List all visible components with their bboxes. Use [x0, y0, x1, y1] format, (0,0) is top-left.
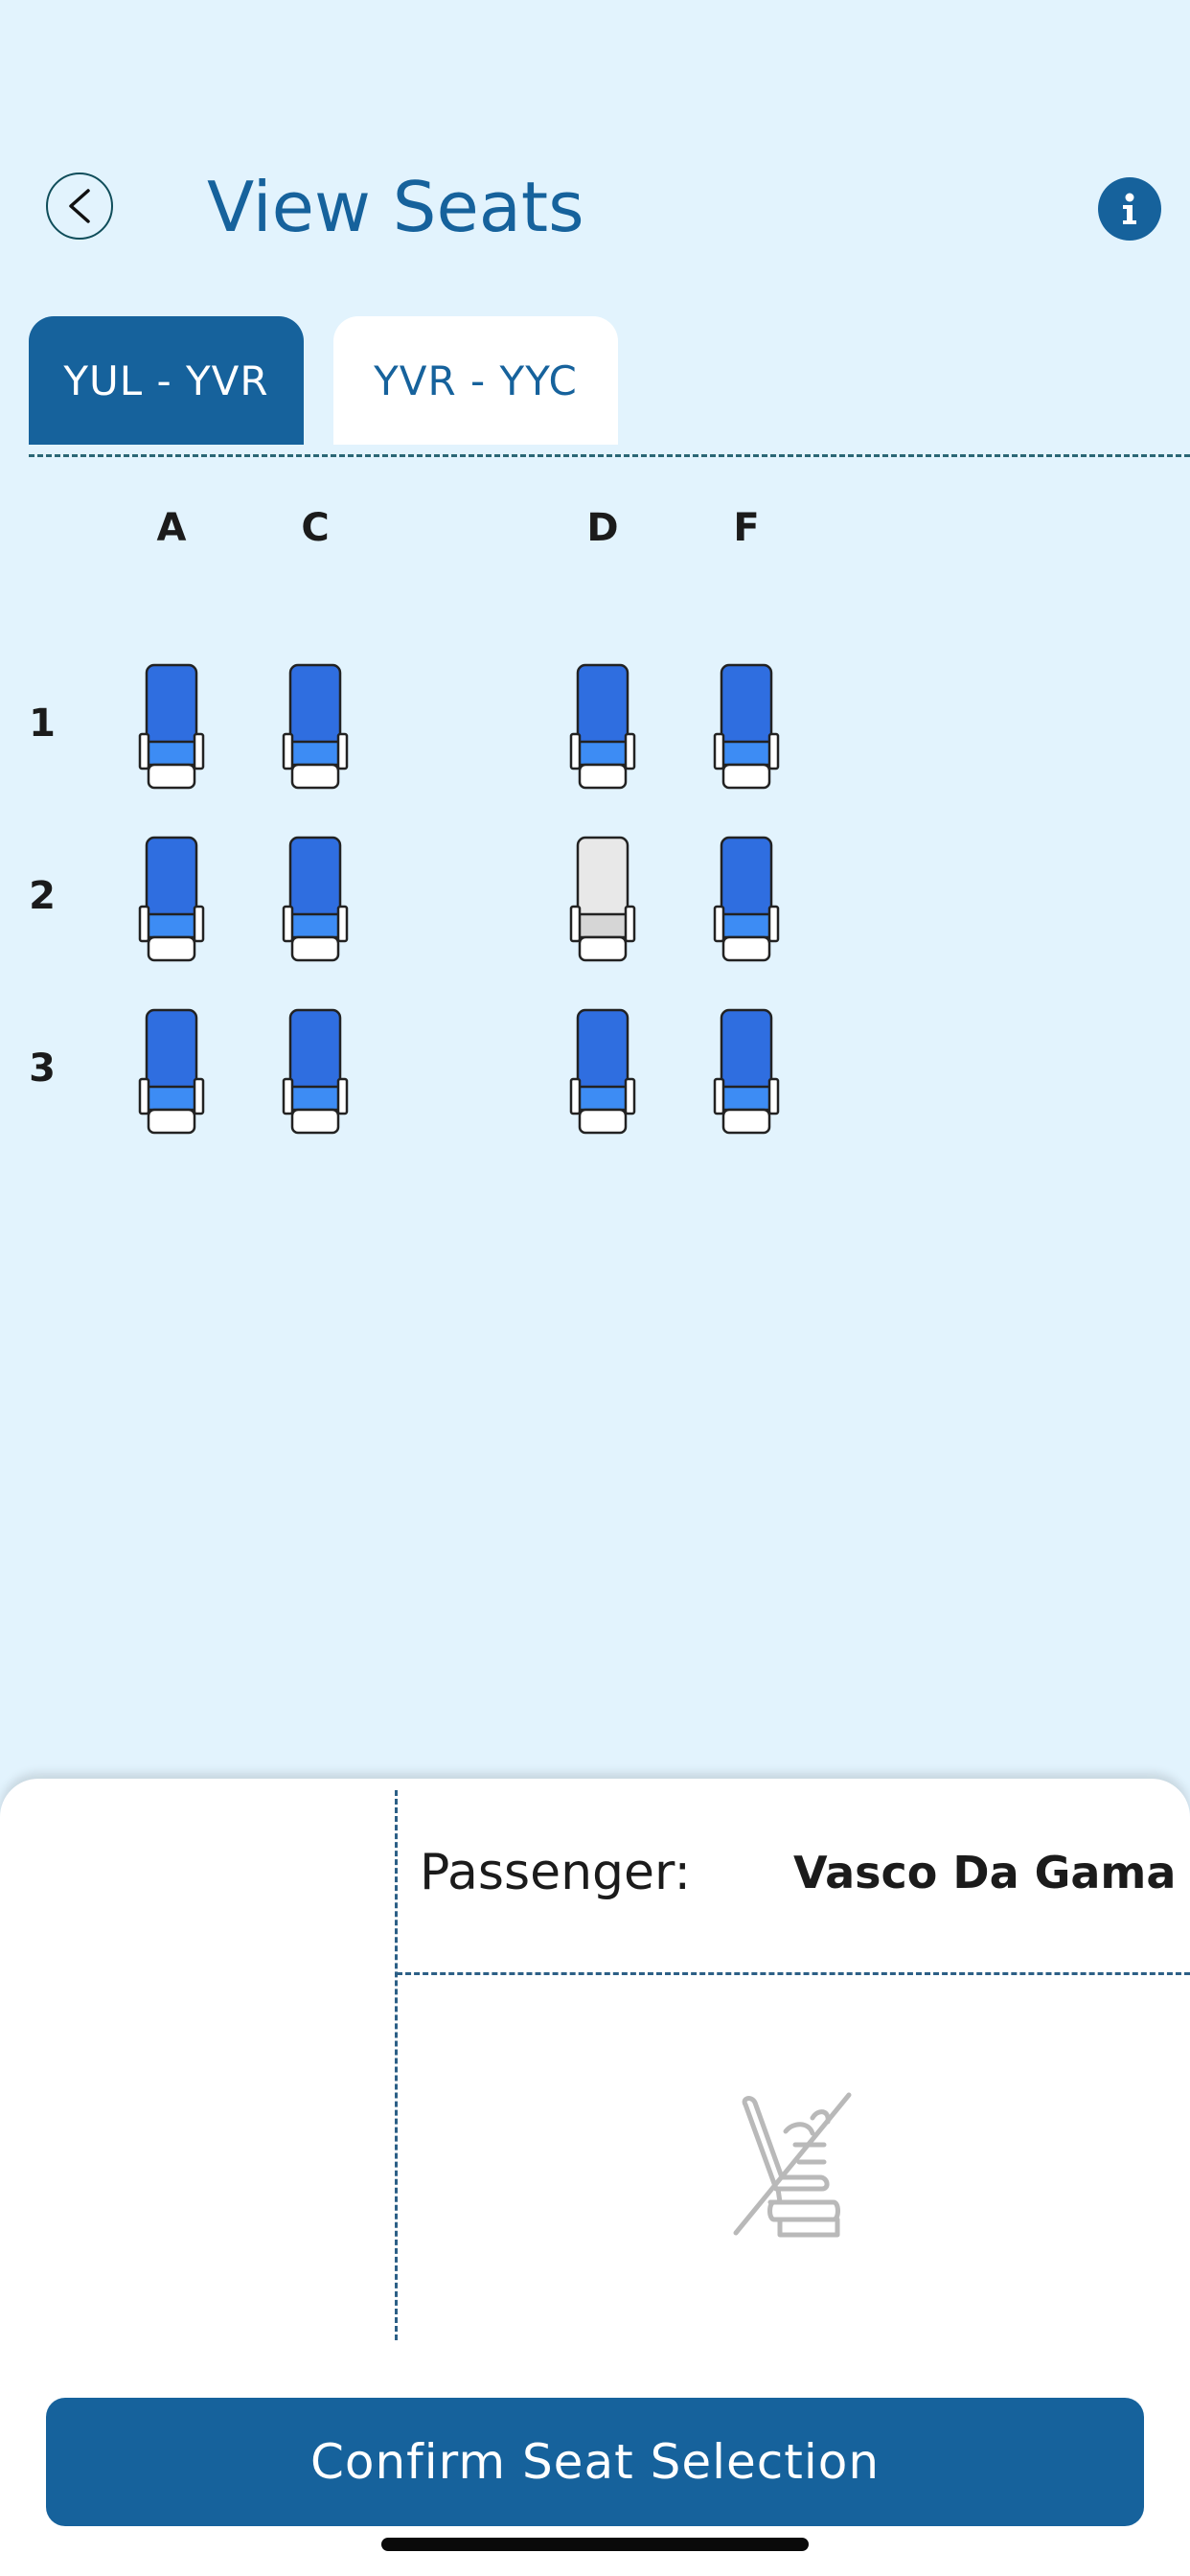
seat-column-label: C	[301, 506, 330, 550]
seat-1F-available[interactable]	[713, 663, 780, 792]
horizontal-divider	[397, 1972, 1190, 1975]
no-seat-icon	[732, 2089, 853, 2246]
info-icon	[1123, 193, 1136, 224]
page-title: View Seats	[207, 167, 584, 247]
seat-3C-available[interactable]	[282, 1008, 349, 1137]
seat-column-label: A	[156, 506, 187, 550]
seat-2A-available[interactable]	[138, 836, 205, 964]
tabs-divider	[29, 454, 1190, 457]
seat-1A-available[interactable]	[138, 663, 205, 792]
seat-row-label: 1	[29, 702, 56, 746]
passenger-name: Vasco Da Gama	[793, 1847, 1177, 1898]
seat-1D-available[interactable]	[569, 663, 636, 792]
seat-column-label: F	[733, 506, 760, 550]
passenger-label: Passenger:	[420, 1844, 692, 1901]
seat-column-label: D	[586, 506, 619, 550]
home-indicator	[381, 2538, 809, 2551]
tab-yul-yvr[interactable]: YUL - YVR	[29, 316, 304, 445]
tab-yvr-yyc[interactable]: YVR - YYC	[333, 316, 618, 445]
seat-3F-available[interactable]	[713, 1008, 780, 1137]
seat-3A-available[interactable]	[138, 1008, 205, 1137]
confirm-seat-selection-button[interactable]: Confirm Seat Selection	[46, 2398, 1144, 2526]
seat-row-label: 3	[29, 1046, 56, 1091]
seat-3D-available[interactable]	[569, 1008, 636, 1137]
chevron-left-icon	[69, 189, 90, 223]
vertical-divider	[395, 1790, 398, 2340]
seat-2F-available[interactable]	[713, 836, 780, 964]
info-button[interactable]	[1098, 177, 1161, 241]
seat-1C-available[interactable]	[282, 663, 349, 792]
seat-row-label: 2	[29, 874, 56, 918]
seat-2C-available[interactable]	[282, 836, 349, 964]
back-button[interactable]	[46, 172, 113, 240]
seat-2D-unavailable	[569, 836, 636, 964]
